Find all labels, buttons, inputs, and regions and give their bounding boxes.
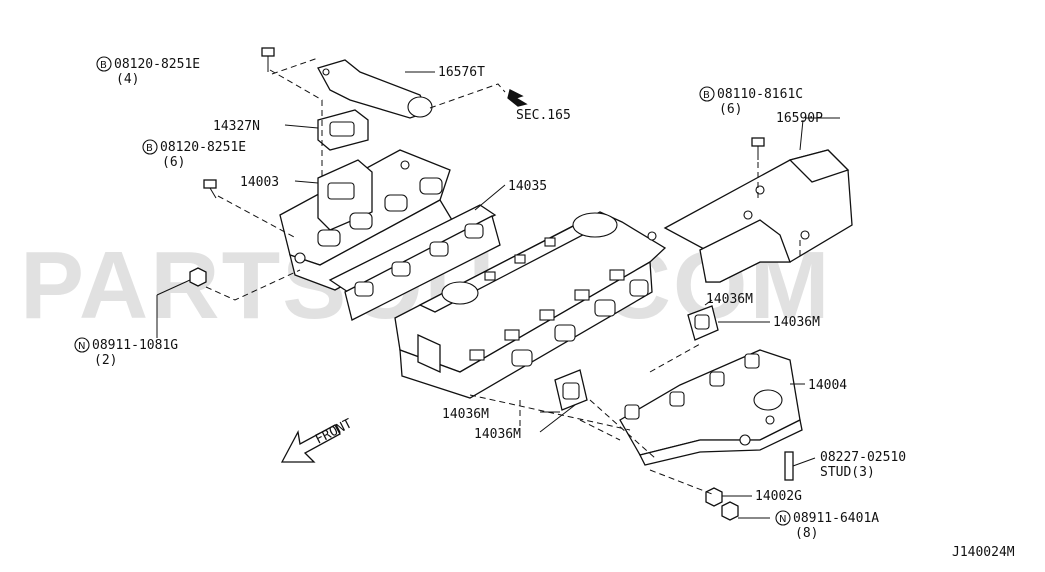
quantity: (2) [94,353,117,368]
callout-c15[interactable]: 14036M [474,427,521,442]
section-reference: SEC.165 [516,108,571,123]
part-number: 14004 [808,378,847,393]
callout-c13[interactable]: 14004 [808,378,847,393]
callout-c16[interactable]: 08227-02510 STUD(3) [820,450,906,480]
callout-c10[interactable]: 16590P [776,111,823,126]
callout-c8[interactable]: N 08911-1081G (2) [74,337,178,368]
callout-mark: N [78,341,85,352]
part-number: 14036M [773,315,820,330]
callout-c1[interactable]: B 08120-8251E (4) [96,56,200,87]
part-number: 08227-02510 [820,450,906,465]
callout-mark: B [703,90,710,101]
part-number: 16590P [776,111,823,126]
stud-08227-02510[interactable] [784,451,794,481]
intake-gasket[interactable] [328,204,501,321]
callout-mark: B [100,60,107,71]
cylinder-head[interactable] [394,211,667,399]
heat-shield[interactable] [647,149,853,283]
head-exhaust-ports [511,279,649,367]
callout-mark: B [146,143,153,154]
exhaust-gasket-left[interactable] [554,369,588,411]
callout-c9[interactable]: B 08110-8161C (6) [699,86,803,117]
nut-08911-1081g[interactable] [189,267,207,287]
part-number: 08911-6401A [793,511,879,526]
bolt-08120-8251e-lower[interactable] [203,179,217,199]
quantity: (6) [162,155,185,170]
quantity: (6) [719,102,742,117]
part-number: 08110-8161C [717,87,803,102]
part-number: 14036M [442,407,489,422]
part-number: 08120-8251E [160,140,246,155]
section-arrow [507,89,528,107]
part-number: 14002G [755,489,802,504]
part-number: 14035 [508,179,547,194]
front-direction-arrow: FRONT [280,416,355,463]
part-number: 14036M [706,292,753,307]
intake-manifold[interactable] [279,149,456,291]
callout-c12[interactable]: 14036M [773,315,820,330]
callout-c17[interactable]: 14002G [755,489,802,504]
callout-c14[interactable]: 14036M [442,407,489,422]
callout-c5[interactable]: B 08120-8251E (6) [142,139,246,170]
callout-c2[interactable]: 16576T [438,65,485,80]
front-label: FRONT [313,416,355,447]
assembly-lines [205,57,801,495]
exhaust-gasket-right[interactable] [687,305,719,341]
bolt-08110-8161c[interactable] [751,137,765,160]
callout-c3[interactable]: SEC.165 [516,108,571,123]
part-number: 08911-1081G [92,338,178,353]
callout-c4[interactable]: 14327N [213,119,260,134]
nut-14002g[interactable] [705,487,723,507]
part-number: 08120-8251E [114,57,200,72]
leader-lines [156,71,840,519]
quantity: (4) [116,72,139,87]
part-number: 14003 [240,175,279,190]
callout-c6[interactable]: 14003 [240,175,279,190]
part-number: 14327N [213,119,260,134]
gasket-14327n[interactable] [317,109,369,151]
callout-c18[interactable]: N 08911-6401A (8) [775,510,879,541]
intake-pipe[interactable] [317,59,433,119]
callout-mark: N [779,514,786,525]
quantity: (8) [795,526,818,541]
exhaust-manifold[interactable] [619,349,803,466]
bolt-08120-8251e-upper[interactable] [261,47,275,72]
quantity: STUD(3) [820,465,875,480]
nut-08911-6401a[interactable] [721,501,739,521]
callout-c11[interactable]: 14036M [706,292,753,307]
part-number: 14036M [474,427,521,442]
callout-c7[interactable]: 14035 [508,179,547,194]
diagram-code: J140024M [952,545,1015,560]
part-number: 16576T [438,65,485,80]
